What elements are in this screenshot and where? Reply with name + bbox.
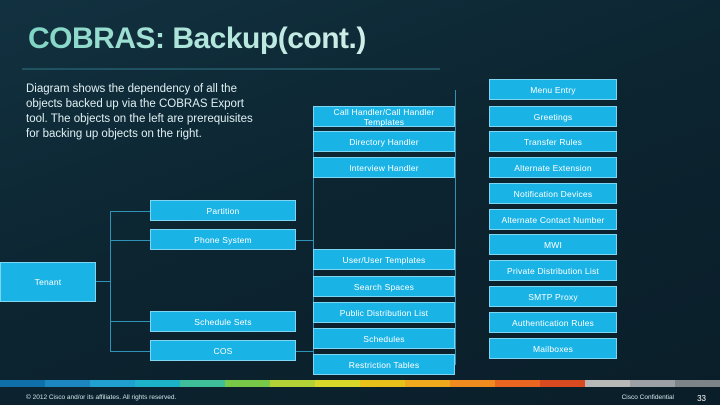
footer-bar-segment (45, 380, 90, 387)
footer-bar-segment (495, 380, 540, 387)
diagram-box-call-handler-templates[interactable]: Call Handler/Call Handler Templates (313, 106, 455, 127)
footer-bar-segment (540, 380, 585, 387)
diagram-box-schedule-sets[interactable]: Schedule Sets (150, 311, 296, 332)
connector-tenant-vertical (110, 211, 111, 351)
footer-bar-segment (450, 380, 495, 387)
footer-bar-segment (585, 380, 630, 387)
diagram-box-phone-system[interactable]: Phone System (150, 229, 296, 250)
diagram-box-mwi[interactable]: MWI (489, 234, 617, 255)
footer-bar-segment (180, 380, 225, 387)
diagram-box-alternate-extension[interactable]: Alternate Extension (489, 157, 617, 178)
footer-bar-segment (135, 380, 180, 387)
connector-trunk-to-cos (110, 351, 150, 352)
diagram-box-user-user-templates[interactable]: User/User Templates (313, 249, 455, 270)
footer-copyright: © 2012 Cisco and/or its affiliates. All … (26, 394, 177, 401)
footer-bar-segment (405, 380, 450, 387)
diagram-box-alternate-contact-number[interactable]: Alternate Contact Number (489, 209, 617, 230)
footer-bar-segment (0, 380, 45, 387)
diagram-box-schedules[interactable]: Schedules (313, 328, 455, 349)
page-title: COBRAS: Backup(cont.) (28, 22, 366, 55)
connector-phone-system-to-mid (296, 240, 313, 241)
footer-bar-segment (315, 380, 360, 387)
footer-bar-segment (225, 380, 270, 387)
footer-bar-segment (360, 380, 405, 387)
diagram-box-transfer-rules[interactable]: Transfer Rules (489, 131, 617, 152)
diagram-box-authentication-rules[interactable]: Authentication Rules (489, 312, 617, 333)
footer-confidential: Cisco Confidential (621, 394, 674, 401)
diagram-box-menu-entry[interactable]: Menu Entry (489, 79, 617, 100)
diagram-box-greetings[interactable]: Greetings (489, 106, 617, 127)
diagram-box-notification-devices[interactable]: Notification Devices (489, 183, 617, 204)
diagram-box-public-distribution-list[interactable]: Public Distribution List (313, 302, 455, 323)
connector-trunk-to-partition (110, 211, 150, 212)
diagram-box-restriction-tables[interactable]: Restriction Tables (313, 354, 455, 375)
intro-text: Diagram shows the dependency of all the … (26, 83, 253, 140)
connector-trunk-to-schedule-sets (110, 321, 150, 322)
diagram-box-tenant[interactable]: Tenant (0, 262, 96, 302)
diagram-box-directory-handler[interactable]: Directory Handler (313, 131, 455, 152)
diagram-box-smtp-proxy[interactable]: SMTP Proxy (489, 286, 617, 307)
footer-bar-segment (675, 380, 720, 387)
footer-color-bar (0, 380, 720, 387)
connector-tenant-to-trunk (96, 281, 110, 282)
footer-page-number: 33 (697, 394, 706, 403)
diagram-box-partition[interactable]: Partition (150, 200, 296, 221)
footer-bar-segment (630, 380, 675, 387)
footer-bar-segment (270, 380, 315, 387)
connector-trunk-to-phone-system (110, 240, 150, 241)
diagram-box-mailboxes[interactable]: Mailboxes (489, 338, 617, 359)
diagram-box-interview-handler[interactable]: Interview Handler (313, 157, 455, 178)
title-underline (22, 68, 440, 70)
footer-bar-segment (90, 380, 135, 387)
connector-right-vertical (455, 90, 456, 365)
diagram-box-search-spaces[interactable]: Search Spaces (313, 276, 455, 297)
diagram-box-private-distribution-list[interactable]: Private Distribution List (489, 260, 617, 281)
connector-mid-vertical (313, 110, 314, 365)
diagram-box-cos[interactable]: COS (150, 340, 296, 361)
connector-cos-to-mid (296, 351, 313, 352)
